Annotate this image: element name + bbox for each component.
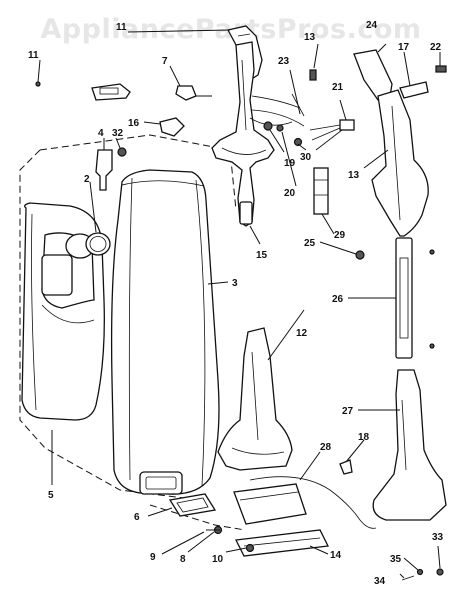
callout-17: 17 [398, 42, 410, 53]
callout-2: 2 [84, 174, 90, 185]
part-26-screw-a [429, 249, 435, 255]
part-27-lower-handle [372, 369, 447, 521]
part-28-power-cord [249, 476, 377, 529]
callout-6: 6 [134, 512, 140, 523]
callout-labels: 11 11 7 16 4 32 2 3 5 6 9 8 10 12 15 13 … [28, 20, 444, 587]
callout-32: 32 [112, 128, 124, 139]
callout-28: 28 [320, 442, 332, 453]
callout-4: 4 [98, 128, 104, 139]
callout-12: 12 [296, 328, 308, 339]
part-14-base-plate [235, 529, 329, 557]
callout-18: 18 [358, 432, 370, 443]
part-11-screw [35, 81, 41, 87]
assembly-outline-top [39, 134, 237, 211]
part-6-gasket [168, 493, 217, 517]
callout-5: 5 [48, 490, 54, 501]
callout-30: 30 [300, 152, 312, 163]
part-17-cord-hook [399, 81, 429, 99]
part-15-handle-body [211, 41, 275, 227]
part-18-clip [339, 459, 353, 475]
part-11-switch-cover [91, 83, 131, 101]
leader-lines [37, 29, 441, 579]
part-26-handle-tube [395, 237, 413, 359]
callout-19: 19 [284, 158, 296, 169]
callout-26: 26 [332, 294, 344, 305]
part-10-screw [245, 543, 255, 553]
part-28-cord-bracket [233, 483, 307, 525]
callout-33: 33 [432, 532, 444, 543]
callout-10: 10 [212, 554, 224, 565]
part-12-motor-housing [217, 327, 293, 471]
callout-35: 35 [390, 554, 402, 565]
assembly-outline-left [19, 149, 201, 501]
part-4-bracket [95, 149, 113, 191]
callout-16: 16 [128, 118, 140, 129]
part-19-nut [263, 121, 273, 131]
callout-11: 11 [116, 22, 127, 33]
part-25-screw [355, 250, 365, 260]
part-22-screw [435, 65, 447, 73]
callout-13: 13 [304, 32, 316, 43]
callout-23: 23 [278, 56, 290, 67]
callout-27: 27 [342, 406, 354, 417]
callout-8: 8 [180, 554, 186, 565]
callout-15: 15 [256, 250, 268, 261]
callout-29: 29 [334, 230, 346, 241]
part-5-bag-housing [21, 202, 105, 421]
callout-11: 11 [28, 50, 39, 61]
part-34-screw [401, 575, 415, 581]
part-24-handle-top [353, 49, 393, 101]
part-33-nut [436, 568, 444, 576]
part-32-screw [117, 147, 127, 157]
callout-25: 25 [304, 238, 316, 249]
part-30-screw [293, 137, 303, 147]
part-13-plug [309, 69, 317, 81]
part-29-terminal-block [313, 167, 329, 215]
callout-20: 20 [284, 188, 296, 199]
callout-14: 14 [330, 550, 342, 561]
callout-7: 7 [162, 56, 168, 67]
assembly-outline-bottom [149, 504, 246, 531]
part-35-washer [416, 568, 424, 576]
callout-24: 24 [366, 20, 378, 31]
callout-34: 34 [374, 576, 386, 587]
callout-13: 13 [348, 170, 360, 181]
part-7-switch [175, 85, 212, 101]
callout-9: 9 [150, 552, 156, 563]
part-21-strain-relief [309, 119, 355, 151]
part-3-dust-bag [110, 169, 220, 495]
callout-3: 3 [232, 278, 238, 289]
part-26-screw-b [429, 343, 435, 349]
callout-21: 21 [332, 82, 344, 93]
part-2-gasket-ring [85, 232, 111, 256]
callout-22: 22 [430, 42, 442, 53]
part-13-handle-shell [371, 89, 429, 237]
part-16-connector [159, 117, 185, 137]
part-20-washer [276, 124, 284, 132]
